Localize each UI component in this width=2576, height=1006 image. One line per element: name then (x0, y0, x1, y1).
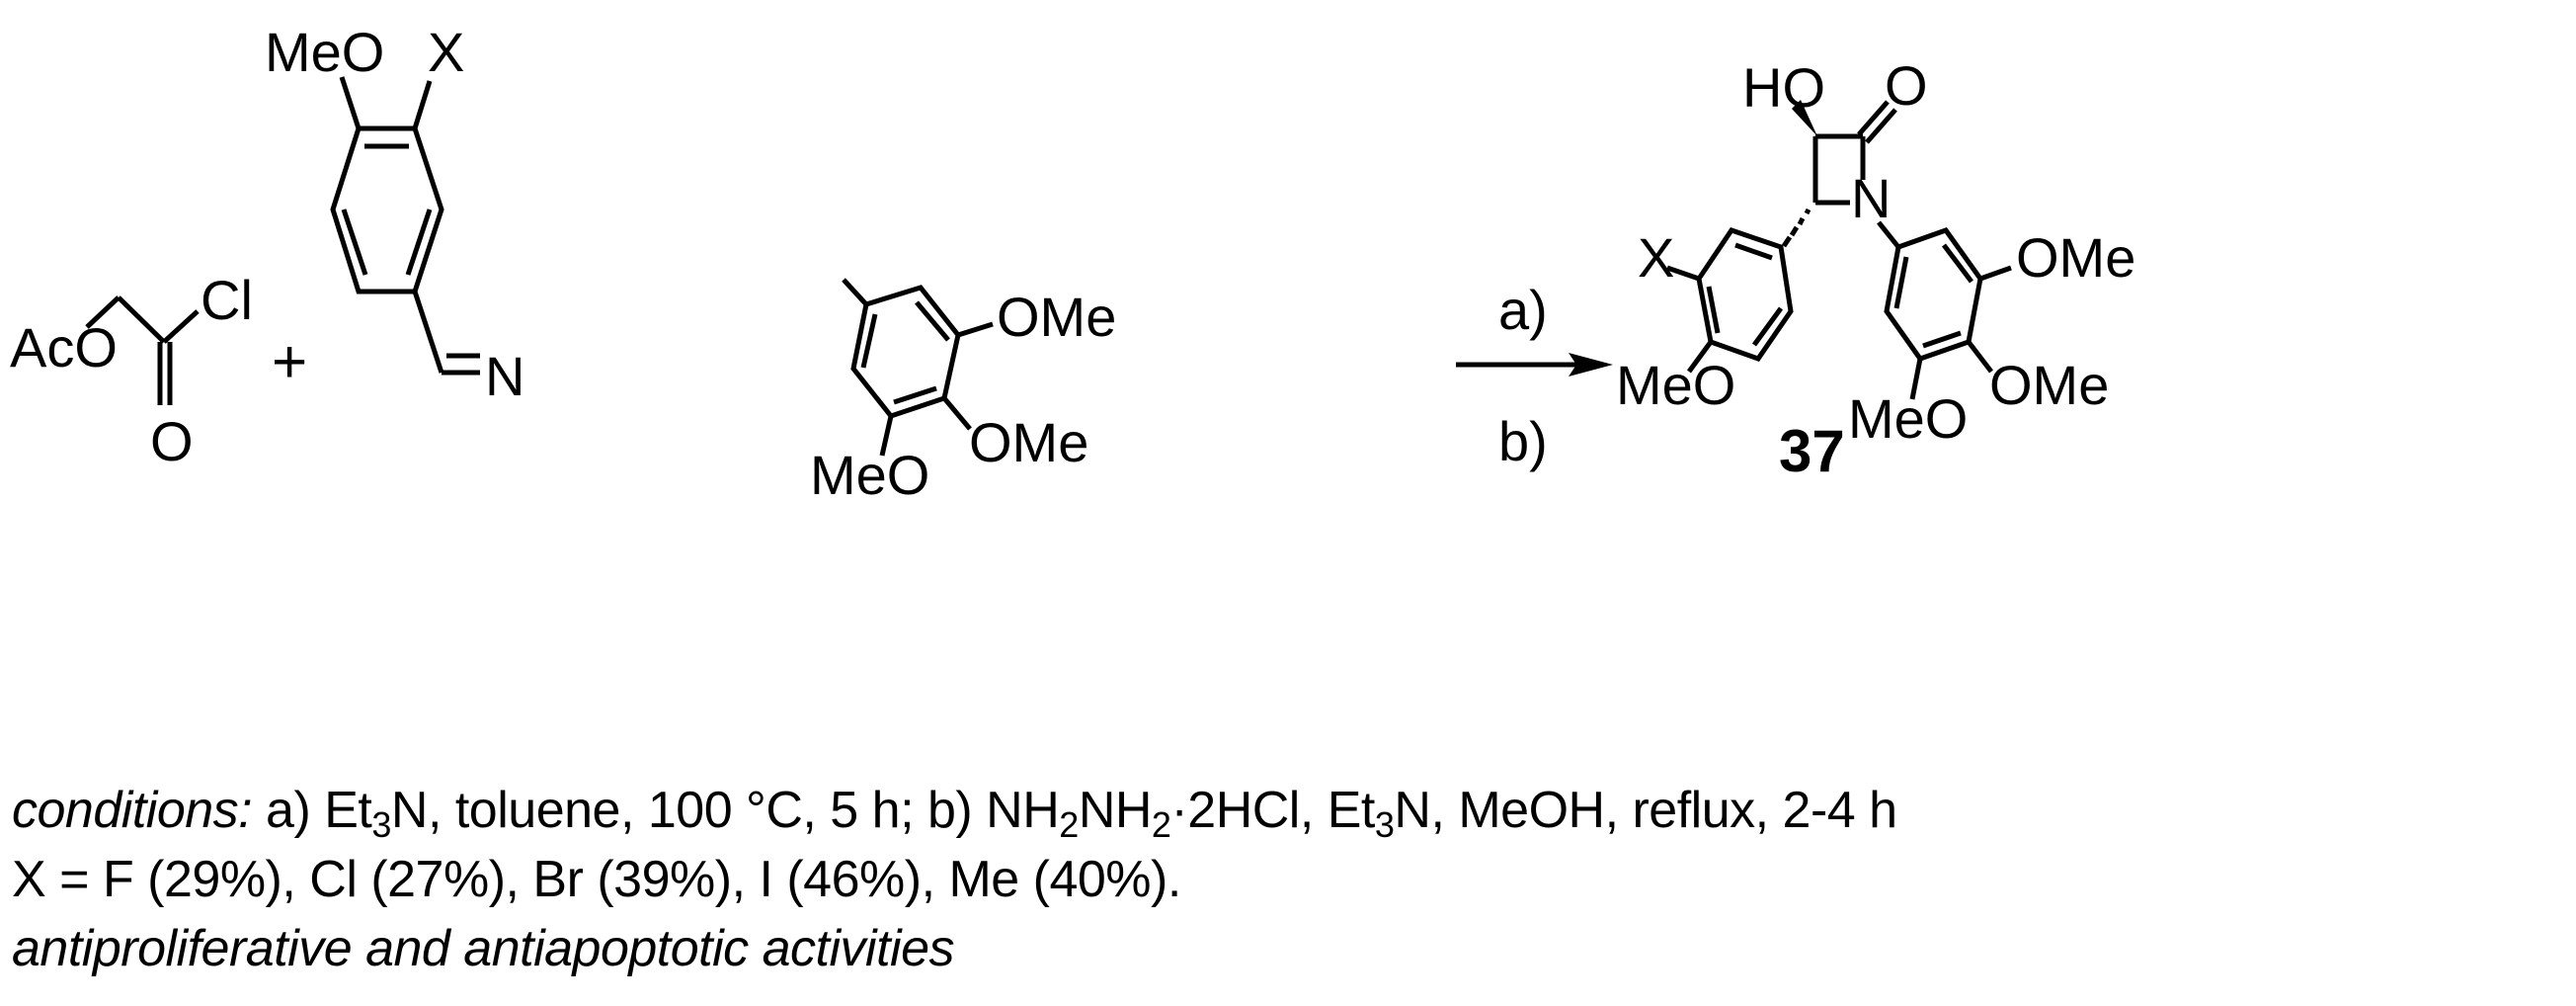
conditions-line: conditions: a) Et3N, toluene, 100 °C, 5 … (12, 781, 1897, 843)
plus-sign: + (272, 328, 307, 396)
arrow-head-icon (1569, 353, 1613, 377)
reactant-imine: MeO X N OMe OMe MeO (265, 21, 1116, 506)
aco-label: AcO (10, 316, 118, 378)
ome-1-label: OMe (997, 286, 1116, 348)
yields-line: X = F (29%), Cl (27%), Br (39%), I (46%)… (12, 851, 1181, 908)
product-x-label: X (1638, 226, 1674, 289)
cl-label: Cl (201, 269, 253, 331)
wedge-bond (1792, 100, 1817, 136)
conditions-prefix: conditions: (12, 782, 253, 839)
subscript: 3 (371, 804, 391, 845)
product-meo-bottom-label: MeO (1848, 387, 1968, 450)
subscript: 2 (1059, 804, 1079, 845)
conditions-b-part2: ·2HCl, Et (1170, 782, 1375, 839)
hashed-bond (1781, 208, 1811, 248)
conditions-b-part1: NH (1078, 782, 1153, 839)
x-top-label: X (428, 21, 464, 83)
ome-2-label: OMe (969, 411, 1088, 473)
subscript: 3 (1374, 804, 1395, 845)
arrow-label-b: b) (1498, 410, 1548, 472)
conditions-a-part1: a) Et (252, 782, 372, 839)
activity-line: antiproliferative and antiapoptotic acti… (12, 920, 955, 977)
subscript: 2 (1151, 804, 1171, 845)
lactam-n-label: N (1851, 167, 1891, 229)
meo-top-label: MeO (265, 21, 384, 83)
product-meo-left-label: MeO (1616, 354, 1735, 416)
reaction-scheme: AcO Cl O + MeO X N OMe OMe (10, 21, 2135, 506)
reactant-acetoxyacetyl-chloride: AcO Cl O (10, 269, 253, 472)
ho-label: HO (1742, 56, 1825, 119)
arrow-label-a: a) (1498, 279, 1548, 341)
compound-number: 37 (1779, 418, 1845, 484)
product-37: HO O N X MeO OMe OM (1616, 54, 2135, 484)
carbonyl-o-label: O (150, 410, 194, 472)
conditions-b-part3: N, MeOH, reflux, 2-4 h (1394, 782, 1897, 839)
meo-bottom-label: MeO (810, 444, 929, 506)
product-ome-1-label: OMe (2016, 226, 2135, 289)
lactam-o-label: O (1885, 54, 1928, 117)
conditions-a-part2: N, toluene, 100 °C, 5 h; b) NH (390, 782, 1060, 839)
reaction-arrow: a) b) (1456, 279, 1613, 472)
product-ome-2-label: OMe (1989, 354, 2109, 416)
imine-n-label: N (485, 345, 524, 407)
